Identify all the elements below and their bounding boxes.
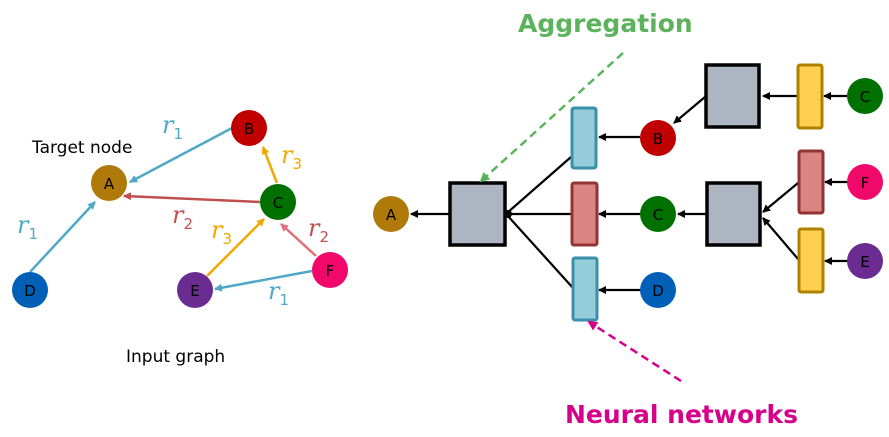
relation-label-FE: r1 bbox=[268, 277, 289, 309]
comp-node-C: C bbox=[640, 196, 676, 232]
svg-text:E: E bbox=[190, 282, 199, 300]
svg-text:B: B bbox=[244, 120, 254, 138]
nn-box-r2-F bbox=[797, 149, 825, 215]
svg-text:C: C bbox=[273, 194, 283, 212]
input-node-C: C bbox=[260, 184, 296, 220]
input-node-B: B bbox=[231, 110, 267, 146]
relation-label-BA: r1 bbox=[162, 111, 183, 143]
edge-F-E bbox=[214, 269, 313, 292]
edge-E-C bbox=[206, 218, 265, 277]
relation-label-CA: r2 bbox=[172, 201, 193, 233]
aggregation-label: Aggregation bbox=[518, 9, 693, 38]
edge-C-B bbox=[261, 146, 279, 184]
input-graph: r1 r2 r1 r3 r3 r2 r1 A B C D E F Target … bbox=[12, 110, 348, 367]
svg-text:C: C bbox=[860, 88, 870, 106]
comp-node-A: A bbox=[373, 196, 409, 232]
edge-D-A bbox=[29, 201, 96, 273]
svg-text:D: D bbox=[652, 282, 664, 300]
svg-text:C: C bbox=[653, 206, 663, 224]
relation-label-DA: r1 bbox=[17, 211, 38, 243]
link-nnB-agg bbox=[506, 156, 572, 214]
aggregator-box-B bbox=[704, 63, 761, 129]
comp-node-B: B bbox=[640, 120, 676, 156]
nn-box-r1-D bbox=[571, 256, 599, 322]
aggregator-box-root bbox=[448, 181, 507, 247]
svg-text:A: A bbox=[104, 175, 115, 193]
input-node-F: F bbox=[312, 252, 348, 288]
nn-box-r1-B bbox=[570, 106, 598, 170]
target-node-label: Target node bbox=[31, 138, 132, 158]
input-node-E: E bbox=[177, 272, 213, 308]
relation-label-EC: r3 bbox=[211, 216, 232, 248]
edge-B-A bbox=[129, 126, 233, 184]
nn-box-r3-E bbox=[797, 227, 825, 294]
input-node-A: A bbox=[91, 165, 127, 201]
aggregation-pointer bbox=[479, 52, 624, 183]
relation-label-CB: r3 bbox=[281, 141, 302, 173]
link-nnF-agg3 bbox=[762, 182, 799, 213]
svg-text:E: E bbox=[860, 253, 869, 271]
comp-node-E: E bbox=[847, 243, 883, 279]
relation-label-FC: r2 bbox=[308, 214, 329, 246]
svg-text:F: F bbox=[326, 262, 335, 280]
comp-node-F: F bbox=[847, 164, 883, 200]
nn-box-r2-C bbox=[570, 181, 599, 247]
link-nnE-agg3 bbox=[762, 217, 799, 260]
comp-node-C2: C bbox=[847, 78, 883, 114]
computation-graph: A B C D C F E Aggregation Neural network… bbox=[373, 9, 883, 429]
svg-text:B: B bbox=[653, 130, 663, 148]
input-graph-caption: Input graph bbox=[126, 347, 225, 367]
edge-F-C bbox=[280, 223, 317, 257]
link-nnD-agg bbox=[506, 214, 574, 289]
link-agg2-B bbox=[673, 96, 706, 124]
svg-text:D: D bbox=[24, 282, 36, 300]
aggregator-box-C bbox=[705, 181, 762, 247]
neural-networks-label: Neural networks bbox=[565, 400, 798, 429]
nn-box-r3-C2 bbox=[796, 63, 824, 130]
svg-text:A: A bbox=[386, 206, 397, 224]
input-node-D: D bbox=[12, 272, 48, 308]
comp-node-D: D bbox=[640, 272, 676, 308]
svg-text:F: F bbox=[861, 174, 870, 192]
neural-networks-pointer bbox=[587, 320, 682, 383]
edge-C-A bbox=[123, 192, 261, 204]
